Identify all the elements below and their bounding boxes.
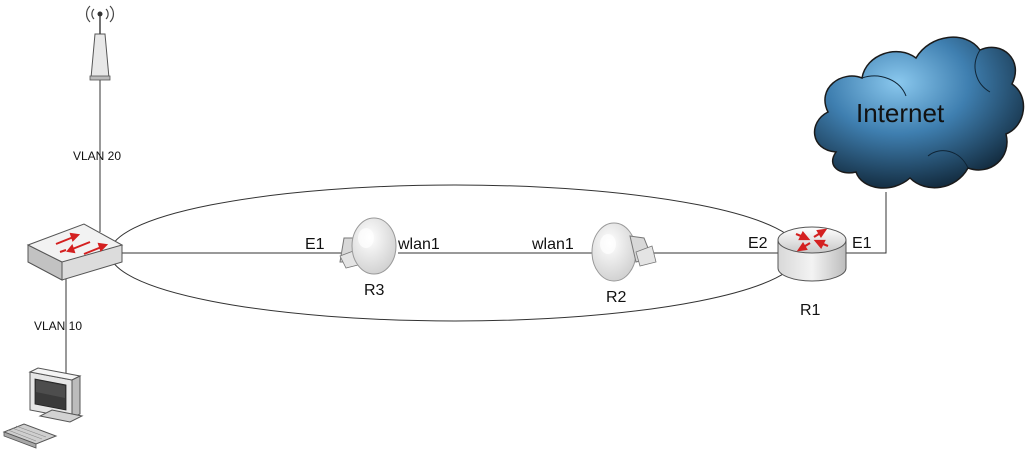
r3-port-wlan1: wlan1	[397, 236, 440, 253]
r1-label: R1	[800, 302, 821, 319]
cloud-icon	[813, 36, 1025, 189]
r2-port-wlan1: wlan1	[531, 236, 574, 253]
link-r1-internet	[846, 192, 887, 254]
wireless-bridge-icon-r2	[591, 222, 657, 282]
computer-icon	[2, 367, 84, 449]
wireless-bridge-icon-r3	[339, 217, 397, 275]
links	[65, 78, 887, 378]
r1-port-e1: E1	[852, 235, 872, 252]
router-icon	[777, 226, 847, 282]
vlan10-label: VLAN 10	[34, 319, 82, 333]
r1-port-e2: E2	[748, 235, 768, 252]
internet-label: Internet	[856, 98, 945, 128]
r2-label: R2	[606, 289, 627, 306]
r3-port-e1: E1	[305, 236, 325, 253]
r3-label: R3	[364, 282, 385, 299]
antenna-icon	[86, 5, 114, 81]
switch-icon	[26, 223, 124, 281]
vlan20-label: VLAN 20	[73, 149, 121, 163]
